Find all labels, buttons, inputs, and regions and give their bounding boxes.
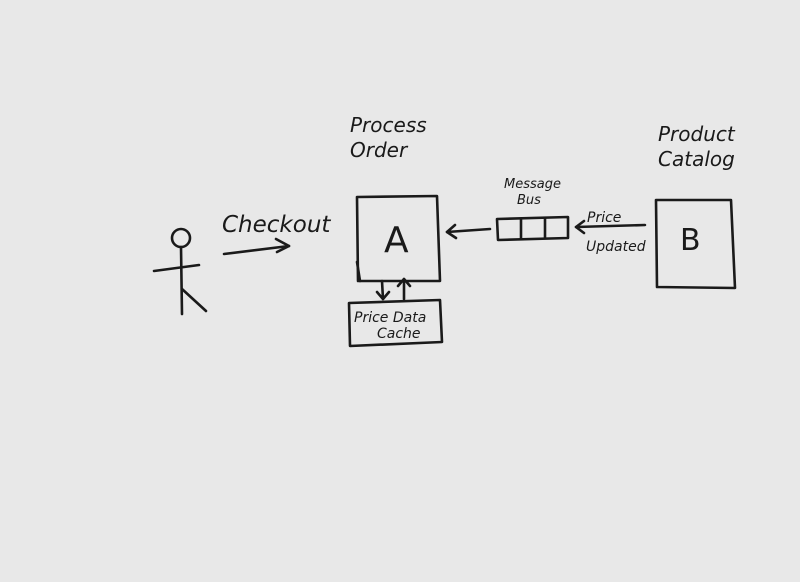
message-bus-queue xyxy=(495,215,570,242)
cache-read-arrow xyxy=(375,279,391,301)
user-stick-figure xyxy=(152,227,208,316)
checkout-label: Checkout xyxy=(222,212,331,238)
checkout-arrow xyxy=(222,237,291,256)
bus-to-a-arrow xyxy=(445,223,492,240)
service-a-box xyxy=(355,194,442,283)
user-arms xyxy=(152,263,201,273)
price-updated-label-line1: Price xyxy=(587,210,621,226)
cache-label-line2: Cache xyxy=(377,326,421,342)
price-updated-label-line2: Updated xyxy=(586,239,646,255)
product-catalog-title-line2: Catalog xyxy=(658,147,735,171)
process-order-title-line2: Order xyxy=(350,138,409,162)
user-head xyxy=(170,227,192,249)
process-order-title-line1: Process xyxy=(350,113,427,137)
service-b-label: B xyxy=(680,223,701,258)
service-a-label: A xyxy=(384,220,409,261)
message-bus-label-line1: Message xyxy=(504,177,561,192)
product-catalog-title-line1: Product xyxy=(658,122,736,146)
user-body xyxy=(179,245,184,316)
cache-label-line1: Price Data xyxy=(354,310,426,326)
user-leg xyxy=(180,287,208,313)
price-updated-arrow xyxy=(574,219,647,235)
cache-write-arrow xyxy=(396,277,412,301)
price-data-cache-box xyxy=(347,298,444,348)
message-bus-label-line2: Bus xyxy=(517,193,541,208)
service-b-box xyxy=(654,198,737,290)
